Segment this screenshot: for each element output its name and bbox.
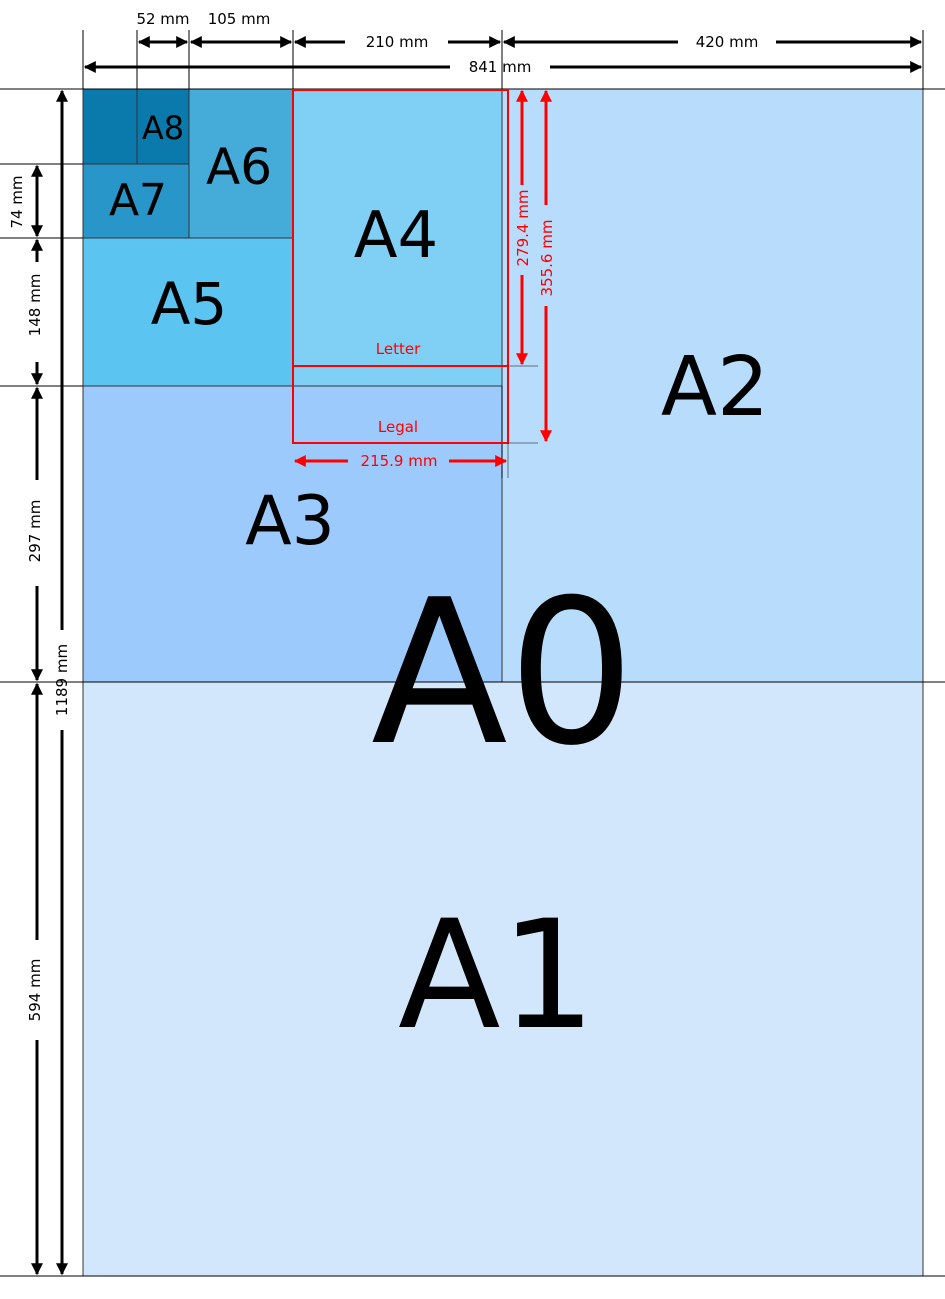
dim-letter-height: 279.4 mm xyxy=(514,190,532,267)
label-a8: A8 xyxy=(142,109,184,147)
sheet-a1 xyxy=(82,681,924,1277)
label-a7: A7 xyxy=(109,175,167,226)
dim-420mm: 420 mm xyxy=(696,33,759,51)
sheet-a5 xyxy=(82,237,294,387)
dim-297mm: 297 mm xyxy=(26,500,44,563)
legal-outline xyxy=(292,89,509,444)
dim-52mm: 52 mm xyxy=(136,10,189,28)
sheet-a6 xyxy=(188,88,294,239)
dim-148mm: 148 mm xyxy=(26,274,44,337)
label-legal: Legal xyxy=(378,418,418,436)
sheet-a4 xyxy=(292,88,503,387)
dim-105mm: 105 mm xyxy=(208,10,271,28)
label-a0: A0 xyxy=(371,557,635,790)
label-a3: A3 xyxy=(245,482,335,561)
dim-841mm: 841 mm xyxy=(469,58,532,76)
label-a6: A6 xyxy=(206,138,272,196)
sheet-a2 xyxy=(501,88,924,683)
dim-legal-height: 355.6 mm xyxy=(538,220,556,297)
dim-74mm: 74 mm xyxy=(8,175,26,228)
dim-210mm: 210 mm xyxy=(366,33,429,51)
label-a2: A2 xyxy=(661,340,769,435)
label-letter: Letter xyxy=(376,340,421,358)
sheet-a9-area xyxy=(82,88,138,165)
dim-1189mm: 1189 mm xyxy=(53,644,71,716)
guide-lines xyxy=(0,30,945,1277)
dim-594mm: 594 mm xyxy=(26,959,44,1022)
sheet-a7 xyxy=(82,163,190,239)
label-a1: A1 xyxy=(398,889,596,1063)
label-a5: A5 xyxy=(151,270,228,338)
label-a4: A4 xyxy=(354,199,439,273)
dim-us-width: 215.9 mm xyxy=(361,452,438,470)
